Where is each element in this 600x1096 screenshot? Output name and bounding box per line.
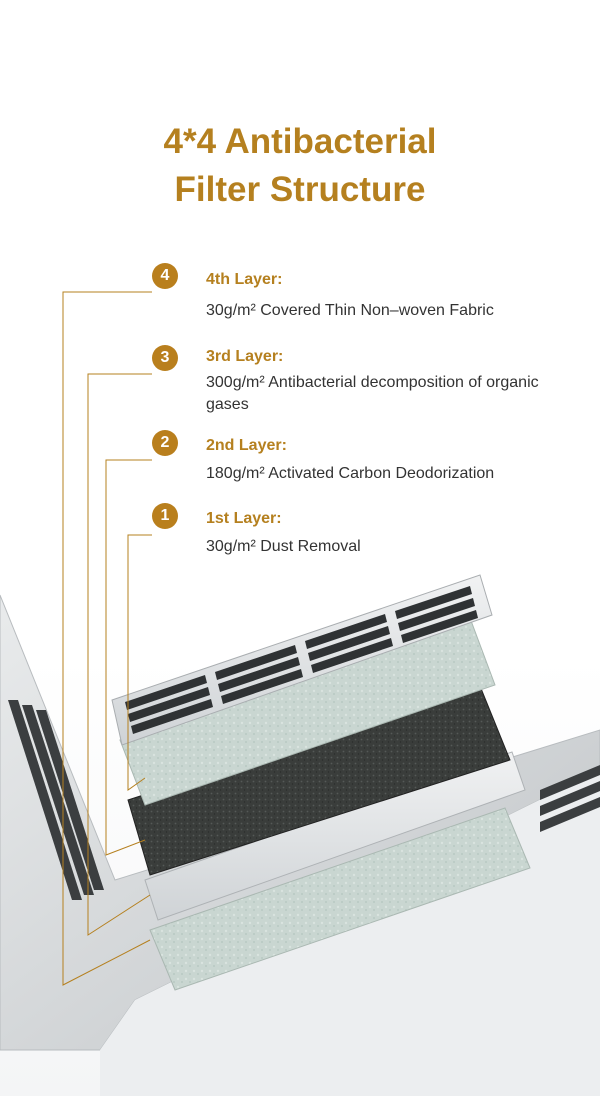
layer-1-fabric [149,807,531,991]
leader-line-3 [87,373,152,936]
leader-line-2 [105,459,152,856]
page-title: 4*4 Antibacterial Filter Structure [0,118,600,214]
layer-3-name: 3rd Layer: [206,348,284,365]
layer-2-badge: 2 [152,430,178,456]
layer-2-name: 2nd Layer: [206,437,287,454]
grille-cover-slats [125,586,478,734]
layer-3-badge: 3 [152,345,178,371]
panel-grille-right [540,765,600,832]
layer-legend: 4 4th Layer: 30g/m² Covered Thin Non–wov… [152,263,539,555]
layer-4-name: 4th Layer: [206,271,283,288]
layer-2-desc: 180g/m² Activated Carbon Deodorization [206,465,495,482]
leader-line-4 [62,291,152,986]
title-line-2: Filter Structure [174,170,426,209]
layer-4-desc: 30g/m² Covered Thin Non–woven Fabric [206,302,494,319]
leader-line-1 [127,534,152,791]
layer-3-desc: 300g/m² Antibacterial decomposition of o… [206,374,539,413]
layer-4-badge: 4 [152,263,178,289]
layer-1-name: 1st Layer: [206,510,282,527]
layer-1-badge: 1 [152,503,178,529]
title-line-1: 4*4 Antibacterial [163,122,437,161]
layer-1-desc: 30g/m² Dust Removal [206,538,361,555]
leader-lines [62,291,152,986]
